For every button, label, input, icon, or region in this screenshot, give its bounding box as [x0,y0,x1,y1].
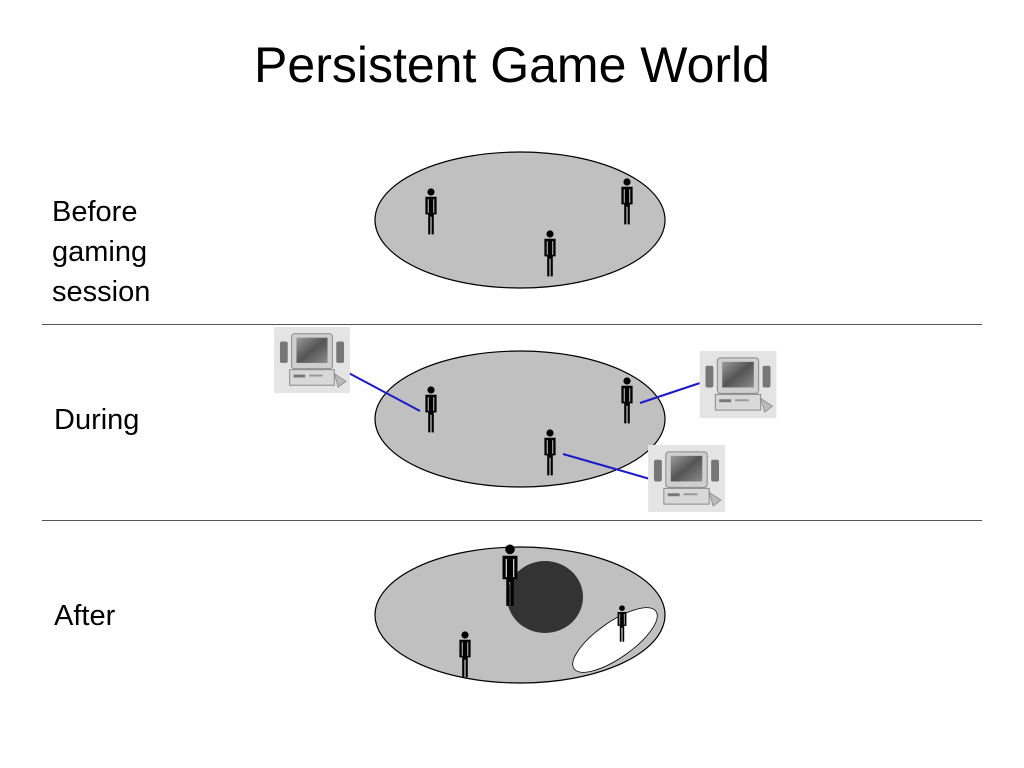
label-during: During [54,404,140,436]
light-region [572,607,658,673]
connection-line [639,382,701,404]
world-before [374,151,666,289]
row-divider [42,324,982,325]
world-after [374,544,666,684]
world-during [274,327,777,512]
page-title: Persistent Game World [254,37,770,93]
computer-icon [274,327,350,393]
connection-line [562,453,651,480]
computer-icon [648,445,725,512]
world-ellipse [374,151,666,289]
world-ellipse [374,350,666,488]
connection-line [342,369,421,412]
dark-region [507,561,583,633]
label-after: After [54,600,116,632]
row-divider [42,520,982,521]
label-before: Before gaming session [52,196,151,308]
computer-icon [699,351,777,418]
